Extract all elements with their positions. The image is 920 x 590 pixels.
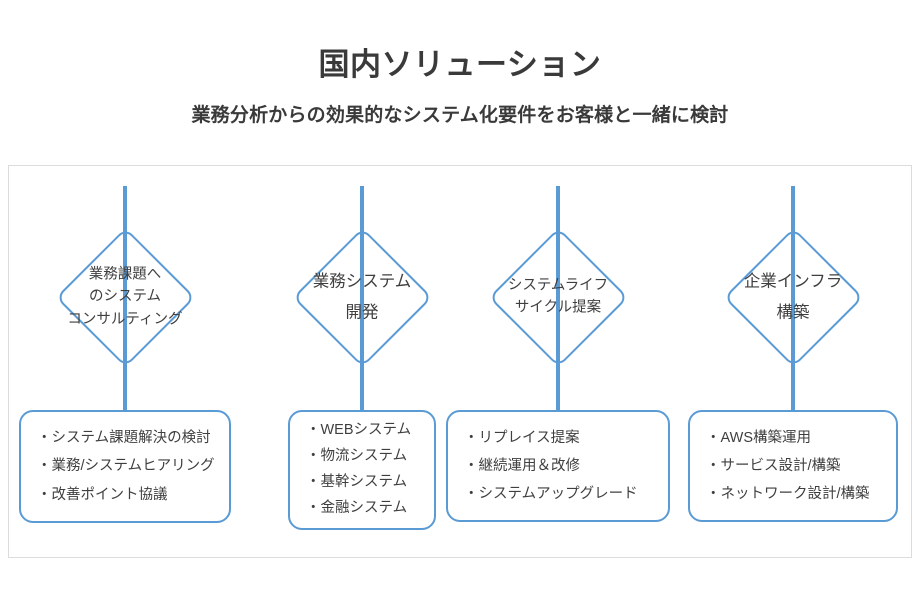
connector-line-2 [360, 186, 364, 411]
detail-box-4: ・AWS構築運用 ・サービス設計/構築 ・ネットワーク設計/構築 [688, 410, 898, 522]
list-item: ・サービス設計/構築 [706, 457, 841, 474]
list-item: ・システム課題解決の検討 [37, 430, 211, 447]
list-item: ・リプレイス提案 [464, 429, 580, 446]
diamond-node-4[interactable]: 企業インフラ 構築 [719, 223, 867, 371]
connector-line-1 [123, 186, 127, 411]
list-item: ・AWS構築運用 [706, 429, 811, 446]
solution-column-4: 企業インフラ 構築 ・AWS構築運用 ・サービス設計/構築 ・ネットワーク設計/… [685, 166, 901, 559]
list-item: ・ネットワーク設計/構築 [706, 486, 870, 503]
detail-box-2: ・WEBシステム ・物流システム ・基幹システム ・金融システム [288, 410, 436, 530]
connector-line-3 [556, 186, 560, 411]
detail-box-3: ・リプレイス提案 ・継続運用＆改修 ・システムアップグレード [446, 410, 670, 522]
diamond-label-4: 企業インフラ 構築 [743, 272, 843, 321]
solution-column-2: 業務システム 開発 ・WEBシステム ・物流システム ・基幹システム ・金融シス… [267, 166, 457, 559]
list-item: ・金融システム [306, 499, 408, 516]
list-item: ・WEBシステム [306, 422, 412, 439]
diamond-label-1: 業務課題へ のシステム コンサルティング [67, 266, 183, 328]
diamond-node-3[interactable]: システムライフ サイクル提案 [484, 223, 632, 371]
detail-box-1: ・システム課題解決の検討 ・業務/システムヒアリング ・改善ポイント協議 [19, 410, 231, 523]
diagram-frame: 業務課題へ のシステム コンサルティング ・システム課題解決の検討 ・業務/シス… [8, 165, 912, 558]
diamond-label-2: 業務システム 開発 [312, 272, 412, 321]
list-item: ・基幹システム [306, 474, 408, 490]
solution-column-3: システムライフ サイクル提案 ・リプレイス提案 ・継続運用＆改修 ・システムアッ… [443, 166, 673, 559]
page-title: 国内ソリューション [318, 47, 602, 82]
list-item: ・物流システム [306, 448, 408, 465]
list-item: ・業務/システムヒアリング [37, 458, 215, 475]
diamond-label-3: システムライフ サイクル提案 [507, 277, 609, 316]
list-item: ・改善ポイント協議 [37, 486, 168, 503]
list-item: ・継続運用＆改修 [464, 457, 580, 474]
diamond-node-2[interactable]: 業務システム 開発 [288, 223, 436, 371]
page-subtitle: 業務分析からの効果的なシステム化要件をお客様と一緒に検討 [191, 105, 729, 126]
solution-column-1: 業務課題へ のシステム コンサルティング ・システム課題解決の検討 ・業務/シス… [13, 166, 237, 559]
diamond-node-1[interactable]: 業務課題へ のシステム コンサルティング [51, 223, 199, 371]
list-item: ・システムアップグレード [464, 486, 638, 503]
connector-line-4 [791, 186, 795, 411]
